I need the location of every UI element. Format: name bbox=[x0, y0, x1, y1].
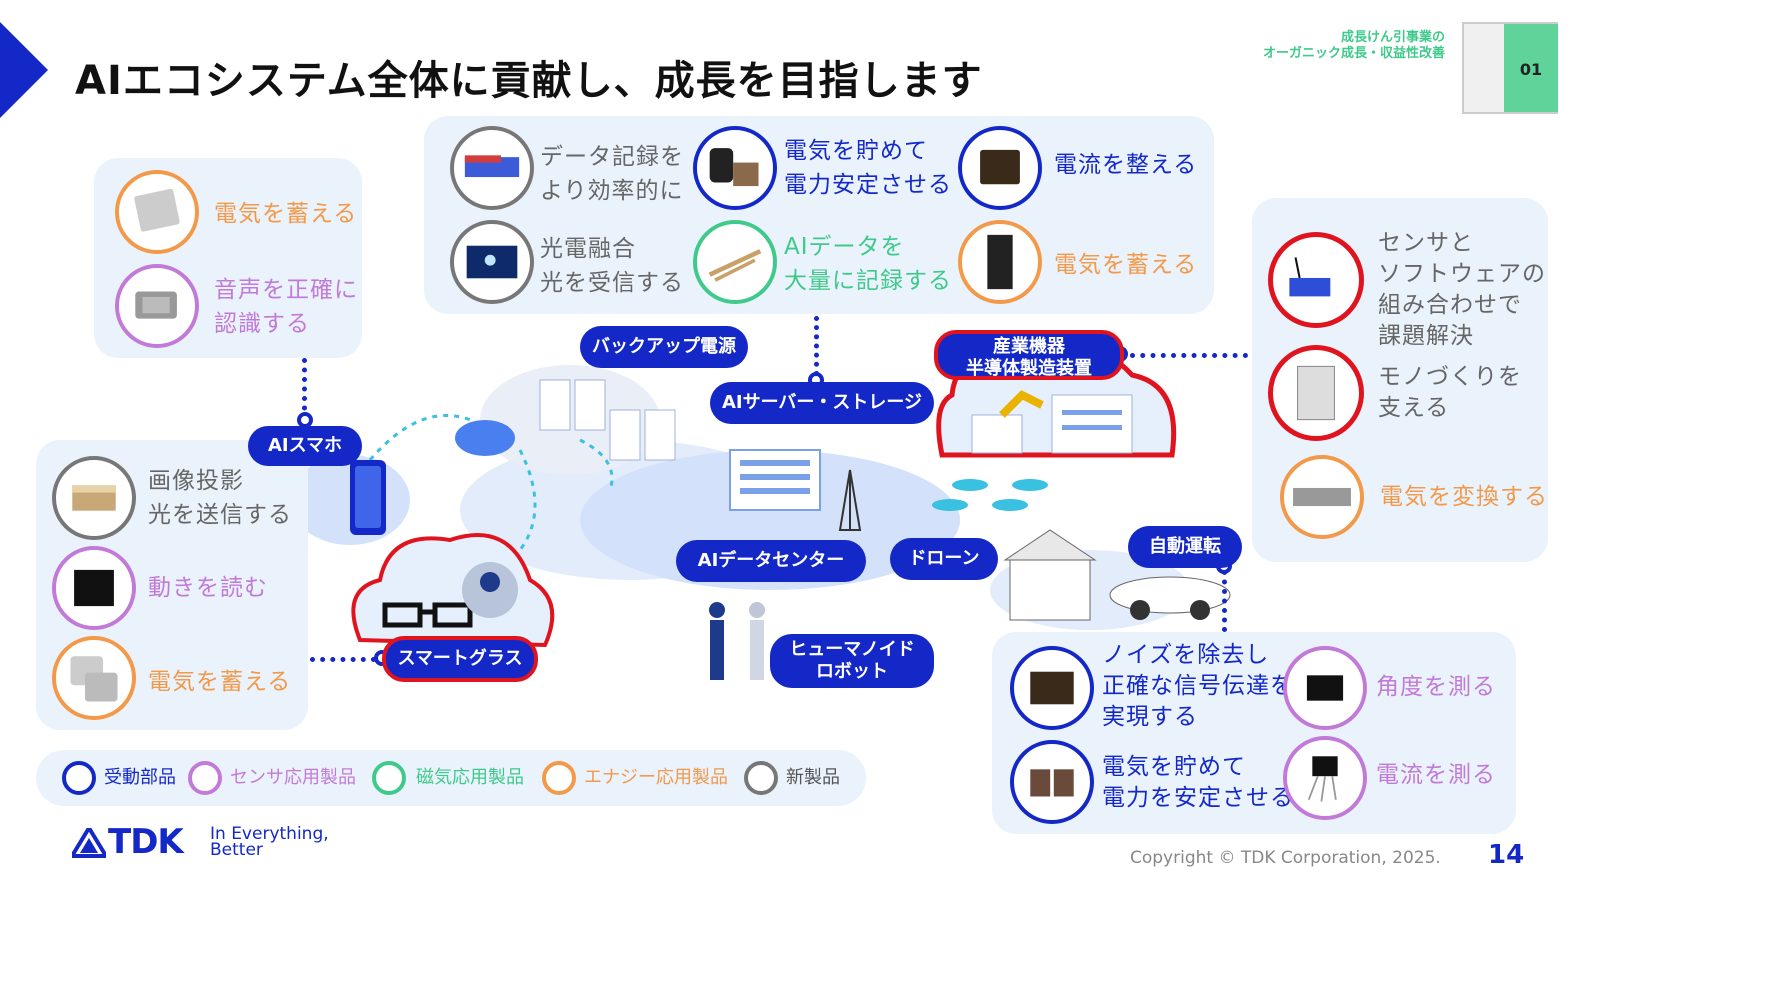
industry-connector bbox=[1130, 353, 1248, 358]
laser-module-icon bbox=[52, 456, 136, 540]
legend-passive-icon bbox=[62, 761, 96, 795]
server-panel bbox=[424, 116, 1214, 314]
battery-icon bbox=[115, 170, 199, 254]
page-number: 14 bbox=[1488, 840, 1525, 870]
legend-magnetic-label: 磁気応用製品 bbox=[416, 767, 524, 788]
glasses-item-1-text: 画像投影 光を送信する bbox=[148, 468, 292, 528]
legend-sensor-label: センサ応用製品 bbox=[230, 767, 356, 788]
legend-sensor-icon bbox=[188, 761, 222, 795]
tdk-logo-icon bbox=[72, 828, 106, 858]
industry-item-2-text: モノづくりを 支える bbox=[1378, 364, 1522, 421]
auto-connector bbox=[1222, 570, 1227, 632]
hdd-head-icon bbox=[450, 126, 534, 210]
legend-panel bbox=[36, 750, 866, 806]
section-number: 01 bbox=[1519, 60, 1543, 79]
label-datacenter: AIデータセンター bbox=[676, 540, 866, 582]
phone-connector bbox=[302, 358, 307, 420]
legend-energy-icon bbox=[542, 761, 576, 795]
current-sensor-icon bbox=[1283, 736, 1367, 820]
legend-new-icon bbox=[744, 761, 778, 795]
legend-passive-label: 受動部品 bbox=[104, 767, 176, 788]
auto-item-1-text: ノイズを除去し 正確な信号伝達を 実現する bbox=[1102, 642, 1294, 730]
label-smart-glasses: スマートグラス bbox=[382, 636, 538, 682]
glasses-item-2-text: 動きを読む bbox=[148, 575, 268, 601]
sensor-gateway-icon bbox=[1268, 232, 1364, 328]
industry-item-3-text: 電気を変換する bbox=[1380, 484, 1548, 510]
legend-energy-label: エナジー応用製品 bbox=[584, 767, 728, 788]
tdk-logo: TDK bbox=[108, 822, 184, 862]
category-line-1: 成長けん引事業の bbox=[1340, 30, 1445, 45]
copyright: Copyright © TDK Corporation, 2025. bbox=[1130, 848, 1441, 868]
label-ai-phone: AIスマホ bbox=[248, 426, 362, 466]
small-battery-icon bbox=[52, 636, 136, 720]
label-drone: ドローン bbox=[890, 538, 998, 580]
label-humanoid: ヒューマノイド ロボット bbox=[770, 634, 934, 688]
server-item-6-text: 電気を蓄える bbox=[1054, 252, 1198, 278]
category-line-2: オーガニック成長・収益性改善 bbox=[1262, 46, 1445, 61]
page-title: AIエコシステム全体に貢献し、成長を目指します bbox=[75, 58, 983, 104]
server-connector bbox=[814, 316, 819, 376]
capacitor-icon bbox=[693, 126, 777, 210]
glasses-connector bbox=[310, 657, 376, 662]
motion-sensor-chip-icon bbox=[52, 546, 136, 630]
header-arrow-icon bbox=[0, 22, 48, 118]
auto-item-3-text: 電気を貯めて 電力を安定させる bbox=[1102, 754, 1294, 811]
label-ai-server: AIサーバー・ストレージ bbox=[710, 382, 934, 424]
film-capacitor-icon bbox=[1010, 740, 1094, 824]
manufacturing-machine-icon bbox=[1268, 345, 1364, 441]
server-item-1-text: データ記録を より効率的に bbox=[540, 144, 684, 204]
server-item-3-text: 電流を整える bbox=[1054, 152, 1198, 178]
common-mode-filter-icon bbox=[1010, 646, 1094, 730]
industry-item-1-text: センサと ソフトウェアの 組み合わせで 課題解決 bbox=[1378, 230, 1546, 349]
auto-item-4-text: 電流を測る bbox=[1376, 762, 1496, 788]
legend-new-label: 新製品 bbox=[786, 767, 840, 788]
label-auto: 自動運転 bbox=[1128, 526, 1242, 568]
power-supply-icon bbox=[1280, 455, 1364, 539]
label-industry: 産業機器 半導体製造装置 bbox=[934, 330, 1124, 380]
tdk-tagline: In Everything, Better bbox=[210, 824, 329, 860]
hdd-suspension-icon bbox=[693, 220, 777, 304]
inductor-icon bbox=[958, 126, 1042, 210]
power-module-icon bbox=[958, 220, 1042, 304]
photonic-chip-icon bbox=[450, 220, 534, 304]
section-indicator-active bbox=[1504, 24, 1558, 112]
smartphone-item-1-text: 電気を蓄える bbox=[214, 201, 358, 227]
legend-magnetic-icon bbox=[372, 761, 406, 795]
server-item-5-text: AIデータを 大量に記録する bbox=[784, 234, 952, 294]
label-backup-power: バックアップ電源 bbox=[580, 326, 748, 368]
auto-item-2-text: 角度を測る bbox=[1376, 674, 1496, 700]
server-item-4-text: 光電融合 光を受信する bbox=[540, 236, 684, 296]
angle-sensor-icon bbox=[1283, 646, 1367, 730]
section-indicator: 01 bbox=[1462, 22, 1558, 114]
glasses-item-3-text: 電気を蓄える bbox=[148, 669, 292, 695]
category-label: 成長けん引事業の オーガニック成長・収益性改善 bbox=[1263, 30, 1445, 62]
microphone-sensor-icon bbox=[115, 264, 199, 348]
server-item-2-text: 電気を貯めて 電力安定させる bbox=[784, 138, 952, 198]
smartphone-item-2-text: 音声を正確に 認識する bbox=[214, 277, 358, 337]
smart-glasses-highlight bbox=[351, 533, 555, 648]
